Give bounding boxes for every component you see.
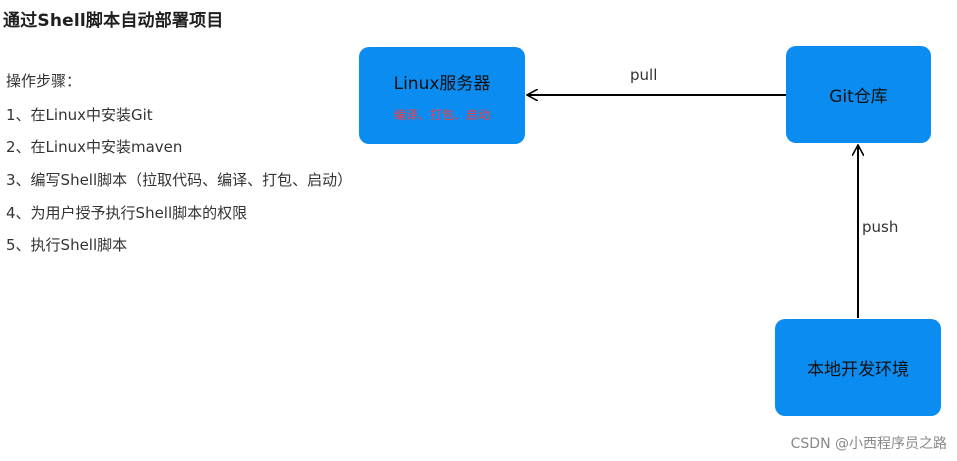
local-env-node: 本地开发环境 [775, 319, 941, 416]
linux-server-node: Linux服务器 编译、打包、启动 [359, 47, 525, 144]
push-label: push [862, 218, 899, 236]
step-item-3: 3、编写Shell脚本（拉取代码、编译、打包、启动） [6, 171, 353, 189]
git-repo-node: Git仓库 [786, 46, 931, 143]
linux-server-label: Linux服务器 [393, 73, 491, 94]
watermark: CSDN @小西程序员之路 [790, 436, 947, 452]
step-item-2: 2、在Linux中安装maven [6, 138, 183, 156]
local-env-label: 本地开发环境 [807, 360, 909, 380]
git-repo-label: Git仓库 [829, 87, 888, 107]
linux-server-sublabel: 编译、打包、启动 [393, 107, 490, 122]
pull-label: pull [630, 66, 658, 84]
step-item-1: 1、在Linux中安装Git [6, 106, 153, 124]
step-item-5: 5、执行Shell脚本 [6, 236, 128, 254]
page-title: 通过Shell脚本自动部署项目 [3, 11, 224, 31]
steps-heading: 操作步骤： [6, 72, 82, 90]
step-item-4: 4、为用户授予执行Shell脚本的权限 [6, 204, 248, 222]
